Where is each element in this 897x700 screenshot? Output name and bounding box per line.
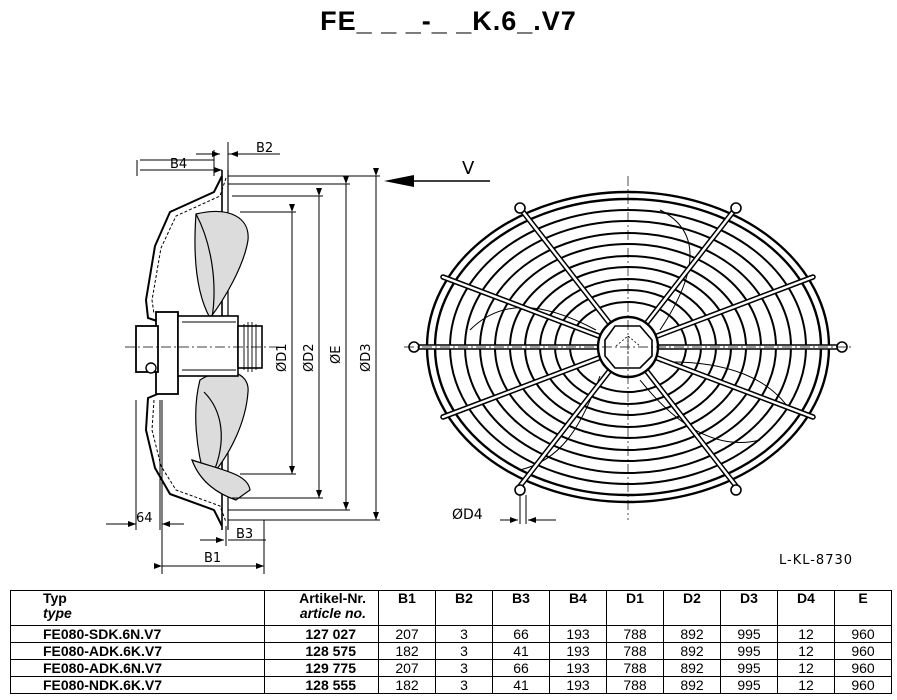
row-cell: 788	[606, 642, 664, 660]
row-cell: 892	[663, 625, 721, 643]
header-col: D4	[777, 590, 835, 626]
label-v: V	[462, 158, 475, 179]
motor	[135, 311, 263, 395]
header-article: Artikel-Nr. article no.	[264, 590, 379, 626]
row-article: 128 555	[264, 676, 379, 694]
view-direction-arrow	[384, 175, 490, 187]
row-cell: 207	[378, 625, 436, 643]
header-col: D2	[663, 590, 721, 626]
label-d3: ØD3	[359, 343, 374, 372]
row-cell: 960	[834, 676, 892, 694]
label-b4: B4	[170, 157, 187, 172]
table-header-row: Typ type Artikel-Nr. article no. B1 B2 B…	[10, 590, 892, 626]
diameter-dimensions	[228, 168, 380, 521]
specification-table: Typ type Artikel-Nr. article no. B1 B2 B…	[10, 590, 892, 694]
side-view	[106, 142, 380, 574]
header-article-de: Artikel-Nr.	[299, 590, 366, 606]
row-type: FE080-SDK.6N.V7	[10, 625, 265, 643]
row-cell: 207	[378, 659, 436, 677]
row-article: 127 027	[264, 625, 379, 643]
row-cell: 960	[834, 625, 892, 643]
label-b3: B3	[236, 527, 253, 542]
table-row: FE080-ADK.6K.V7 128 575 182 3 41 193 788…	[10, 642, 892, 660]
row-cell: 995	[720, 659, 778, 677]
header-col: E	[834, 590, 892, 626]
row-cell: 12	[777, 642, 835, 660]
header-col: B3	[492, 590, 550, 626]
row-cell: 788	[606, 659, 664, 677]
label-b2: B2	[256, 141, 273, 156]
row-cell: 66	[492, 625, 550, 643]
row-cell: 892	[663, 676, 721, 694]
label-b1: B1	[204, 551, 221, 566]
row-cell: 788	[606, 676, 664, 694]
row-cell: 12	[777, 659, 835, 677]
row-cell: 182	[378, 642, 436, 660]
header-col: D1	[606, 590, 664, 626]
horizontal-dimensions	[106, 142, 280, 574]
row-type: FE080-ADK.6K.V7	[10, 642, 265, 660]
front-view	[404, 176, 852, 524]
technical-drawing: B4 B2 64 B3 B1 ØD1 ØD2 ØE ØD3 V	[106, 141, 852, 574]
header-col: B2	[435, 590, 493, 626]
header-col: B4	[549, 590, 607, 626]
header-article-en: article no.	[299, 605, 366, 621]
table-row: FE080-ADK.6N.V7 129 775 207 3 66 193 788…	[10, 659, 892, 677]
mounting-feet	[408, 202, 848, 496]
label-d2: ØD2	[302, 343, 317, 372]
row-cell: 41	[492, 676, 550, 694]
row-cell: 995	[720, 625, 778, 643]
row-cell: 193	[549, 659, 607, 677]
label-d1: ØD1	[275, 343, 290, 372]
row-cell: 3	[435, 676, 493, 694]
row-cell: 12	[777, 676, 835, 694]
table-row: FE080-SDK.6N.V7 127 027 207 3 66 193 788…	[10, 625, 892, 643]
row-cell: 12	[777, 625, 835, 643]
label-e: ØE	[329, 346, 344, 364]
row-article: 128 575	[264, 642, 379, 660]
row-cell: 193	[549, 625, 607, 643]
page-title: FE_ _ _-_ _K.6_.V7	[320, 6, 577, 36]
header-col: D3	[720, 590, 778, 626]
row-cell: 3	[435, 642, 493, 660]
row-type: FE080-NDK.6K.V7	[10, 676, 265, 694]
drawing-reference-code: L-KL-8730	[779, 553, 854, 568]
row-cell: 788	[606, 625, 664, 643]
row-cell: 3	[435, 625, 493, 643]
row-type: FE080-ADK.6N.V7	[10, 659, 265, 677]
row-cell: 892	[663, 642, 721, 660]
row-cell: 892	[663, 659, 721, 677]
table-row: FE080-NDK.6K.V7 128 555 182 3 41 193 788…	[10, 676, 892, 694]
header-type: Typ type	[10, 590, 265, 626]
header-type-en: type	[43, 605, 72, 621]
row-cell: 66	[492, 659, 550, 677]
header-col: B1	[378, 590, 436, 626]
row-cell: 182	[378, 676, 436, 694]
row-cell: 193	[549, 642, 607, 660]
row-cell: 995	[720, 642, 778, 660]
row-cell: 41	[492, 642, 550, 660]
header-type-de: Typ	[43, 590, 67, 606]
row-cell: 193	[549, 676, 607, 694]
row-cell: 995	[720, 676, 778, 694]
label-d4: ØD4	[452, 507, 483, 523]
row-cell: 960	[834, 659, 892, 677]
row-article: 129 775	[264, 659, 379, 677]
row-cell: 960	[834, 642, 892, 660]
label-64: 64	[136, 511, 153, 526]
row-cell: 3	[435, 659, 493, 677]
